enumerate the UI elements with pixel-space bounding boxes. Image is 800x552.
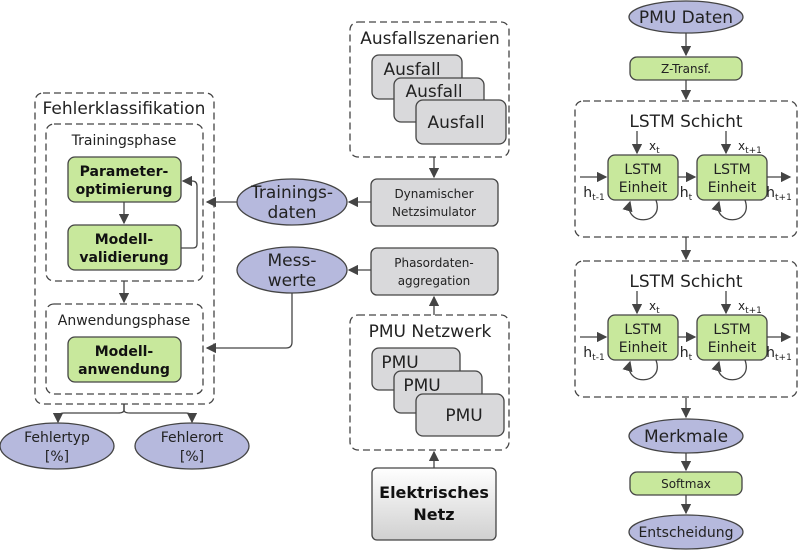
input-label: xt+1 — [738, 299, 762, 316]
pmu-box — [415, 393, 505, 437]
label: Mess- — [268, 251, 317, 271]
label: Einheit — [619, 180, 668, 196]
application-phase-label: Anwendungsphase — [58, 313, 190, 329]
group-title: Fehlerklassifikation — [43, 99, 206, 119]
label: werte — [268, 271, 316, 291]
hidden-state-label: ht — [680, 345, 693, 363]
label: anwendung — [78, 362, 170, 378]
input-label: xt — [649, 139, 660, 156]
label: Einheit — [619, 340, 668, 356]
layer-title: LSTM Schicht — [629, 112, 742, 132]
fehlertyp-output — [0, 422, 115, 470]
label: Netzsimulator — [392, 205, 476, 219]
label: [%] — [45, 449, 69, 465]
hidden-state-label: ht+1 — [766, 345, 792, 363]
layer-title: LSTM Schicht — [629, 272, 742, 292]
label: Merkmale — [644, 427, 728, 447]
label: Z-Transf. — [661, 62, 711, 76]
phasor-aggregation-node — [370, 247, 499, 296]
label: Modell- — [95, 344, 154, 360]
label: PMU Daten — [639, 8, 733, 28]
label: aggregation — [398, 274, 471, 288]
scenario-box — [415, 99, 507, 145]
label: Fehlerort — [161, 430, 224, 446]
label: Phasordaten- — [394, 256, 474, 270]
input-label: xt — [649, 299, 660, 316]
label: PMU — [445, 406, 482, 426]
label: LSTM — [624, 322, 661, 338]
group-title: PMU Netzwerk — [369, 322, 492, 342]
label: Fehlertyp — [24, 430, 90, 446]
label: Elektrisches — [379, 483, 489, 502]
lstm-layer-box — [574, 260, 798, 398]
label: Parameter- — [80, 164, 169, 180]
label: Entscheidung — [638, 525, 733, 541]
label: Netz — [413, 505, 454, 524]
label: [%] — [180, 449, 204, 465]
label: Softmax — [661, 477, 711, 491]
label: LSTM — [624, 162, 661, 178]
label: validierung — [79, 250, 168, 266]
hidden-state-label: ht+1 — [766, 185, 792, 203]
input-label: xt+1 — [738, 139, 762, 156]
label: Ausfall — [427, 113, 484, 133]
training-phase-label: Trainingsphase — [71, 133, 177, 149]
label: Einheit — [708, 180, 757, 196]
label: daten — [267, 203, 316, 223]
label: PMU — [381, 353, 418, 373]
application-phase-box — [45, 303, 204, 395]
decision-node — [628, 514, 744, 550]
label: Dynamischer — [394, 187, 473, 201]
model-application-node — [67, 336, 182, 383]
group-title: Ausfallszenarien — [360, 29, 500, 49]
hidden-state-label: ht-1 — [583, 345, 604, 363]
label: Einheit — [708, 340, 757, 356]
fehlerklassifikation-group: Fehlerklassifikation Trainingsphase Para… — [34, 92, 215, 405]
label: PMU — [403, 376, 440, 396]
label: LSTM — [713, 322, 750, 338]
hidden-state-label: ht — [680, 185, 693, 203]
electrical-grid-node — [371, 467, 497, 541]
label: Ausfall — [405, 82, 462, 102]
label: optimierung — [76, 182, 173, 198]
label: Trainings- — [250, 183, 333, 203]
failure-scenarios-group — [349, 21, 510, 158]
pmu-network-group — [349, 314, 510, 451]
label: Ausfall — [383, 60, 440, 80]
hidden-state-label: ht-1 — [583, 185, 604, 203]
fehlerort-output — [134, 422, 250, 470]
label: Modell- — [95, 232, 154, 248]
label: LSTM — [713, 162, 750, 178]
